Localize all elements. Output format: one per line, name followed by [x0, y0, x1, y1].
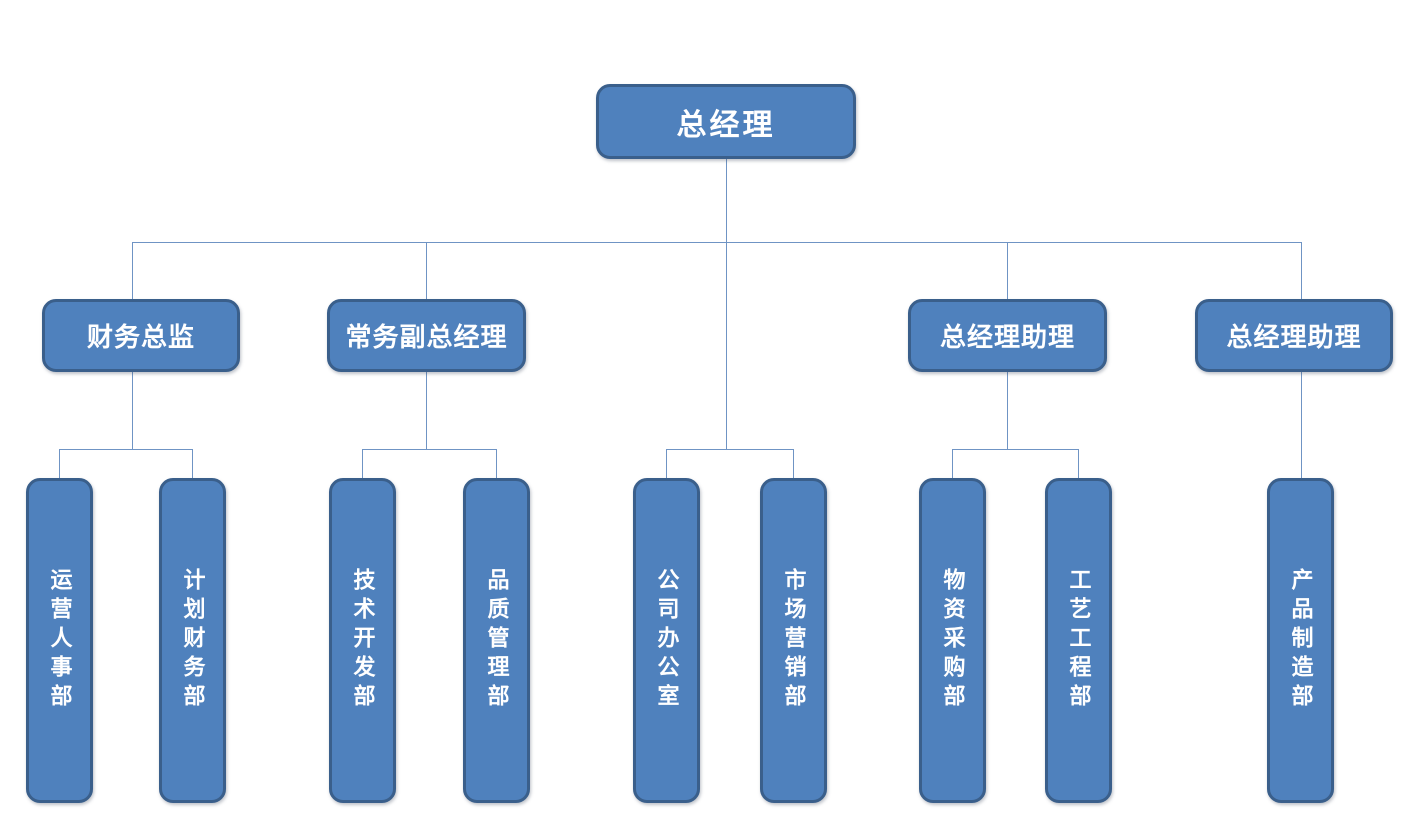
- node-gm-assistant-2-label: 总经理助理: [1226, 323, 1362, 353]
- connector-drop-tech-development: [362, 449, 363, 478]
- connector-root-mid-stem: [726, 242, 727, 449]
- node-dept-operations-hr: 运营人事部: [26, 478, 93, 803]
- node-dept-tech-development: 技术开发部: [329, 478, 396, 803]
- connector-drop-company-office: [666, 449, 667, 478]
- connector-main-bus: [132, 242, 1301, 243]
- node-dept-quality-management: 品质管理部: [463, 478, 530, 803]
- node-dept-planning-finance: 计划财务部: [159, 478, 226, 803]
- node-dept-planning-finance-label: 计划财务部: [179, 568, 206, 713]
- connector-drop-planning-finance: [192, 449, 193, 478]
- node-dept-company-office: 公司办公室: [633, 478, 700, 803]
- node-deputy-general-manager: 常务副总经理: [327, 299, 526, 372]
- node-deputy-general-manager-label: 常务副总经理: [345, 323, 508, 353]
- connector-assistant1-bar: [952, 449, 1079, 450]
- node-dept-marketing-label: 市场营销部: [780, 568, 807, 713]
- connector-drop-finance-director: [132, 242, 133, 299]
- node-general-manager: 总经理: [596, 84, 856, 159]
- connector-drop-gm-assistant-1: [1007, 242, 1008, 299]
- connector-assistant1-stem: [1007, 372, 1008, 449]
- node-gm-assistant-1-label: 总经理助理: [939, 323, 1075, 353]
- connector-drop-deputy-gm: [426, 242, 427, 299]
- connector-finance-bar: [59, 449, 193, 450]
- connector-drop-materials-procurement: [952, 449, 953, 478]
- connector-drop-marketing: [793, 449, 794, 478]
- node-dept-process-engineering-label: 工艺工程部: [1065, 568, 1092, 713]
- node-dept-operations-hr-label: 运营人事部: [46, 568, 73, 713]
- connector-deputy-bar: [362, 449, 497, 450]
- node-dept-product-manufacturing-label: 产品制造部: [1287, 568, 1314, 713]
- node-dept-materials-procurement-label: 物资采购部: [939, 568, 966, 713]
- node-dept-process-engineering: 工艺工程部: [1045, 478, 1112, 803]
- connector-drop-quality-management: [496, 449, 497, 478]
- node-finance-director: 财务总监: [42, 299, 240, 372]
- connector-drop-operations-hr: [59, 449, 60, 478]
- node-finance-director-label: 财务总监: [86, 323, 195, 353]
- connector-assistant2-stem: [1301, 372, 1302, 478]
- connector-root-stem: [726, 159, 727, 242]
- node-general-manager-label: 总经理: [676, 107, 776, 143]
- node-dept-materials-procurement: 物资采购部: [919, 478, 986, 803]
- connector-drop-process-engineering: [1078, 449, 1079, 478]
- node-dept-company-office-label: 公司办公室: [653, 568, 680, 713]
- connector-drop-gm-assistant-2: [1301, 242, 1302, 299]
- connector-deputy-stem: [426, 372, 427, 449]
- node-dept-tech-development-label: 技术开发部: [349, 568, 376, 713]
- node-gm-assistant-1: 总经理助理: [908, 299, 1107, 372]
- node-gm-assistant-2: 总经理助理: [1195, 299, 1393, 372]
- connector-mid-bar: [666, 449, 794, 450]
- node-dept-product-manufacturing: 产品制造部: [1267, 478, 1334, 803]
- node-dept-quality-management-label: 品质管理部: [483, 568, 510, 713]
- node-dept-marketing: 市场营销部: [760, 478, 827, 803]
- connector-finance-stem: [132, 372, 133, 449]
